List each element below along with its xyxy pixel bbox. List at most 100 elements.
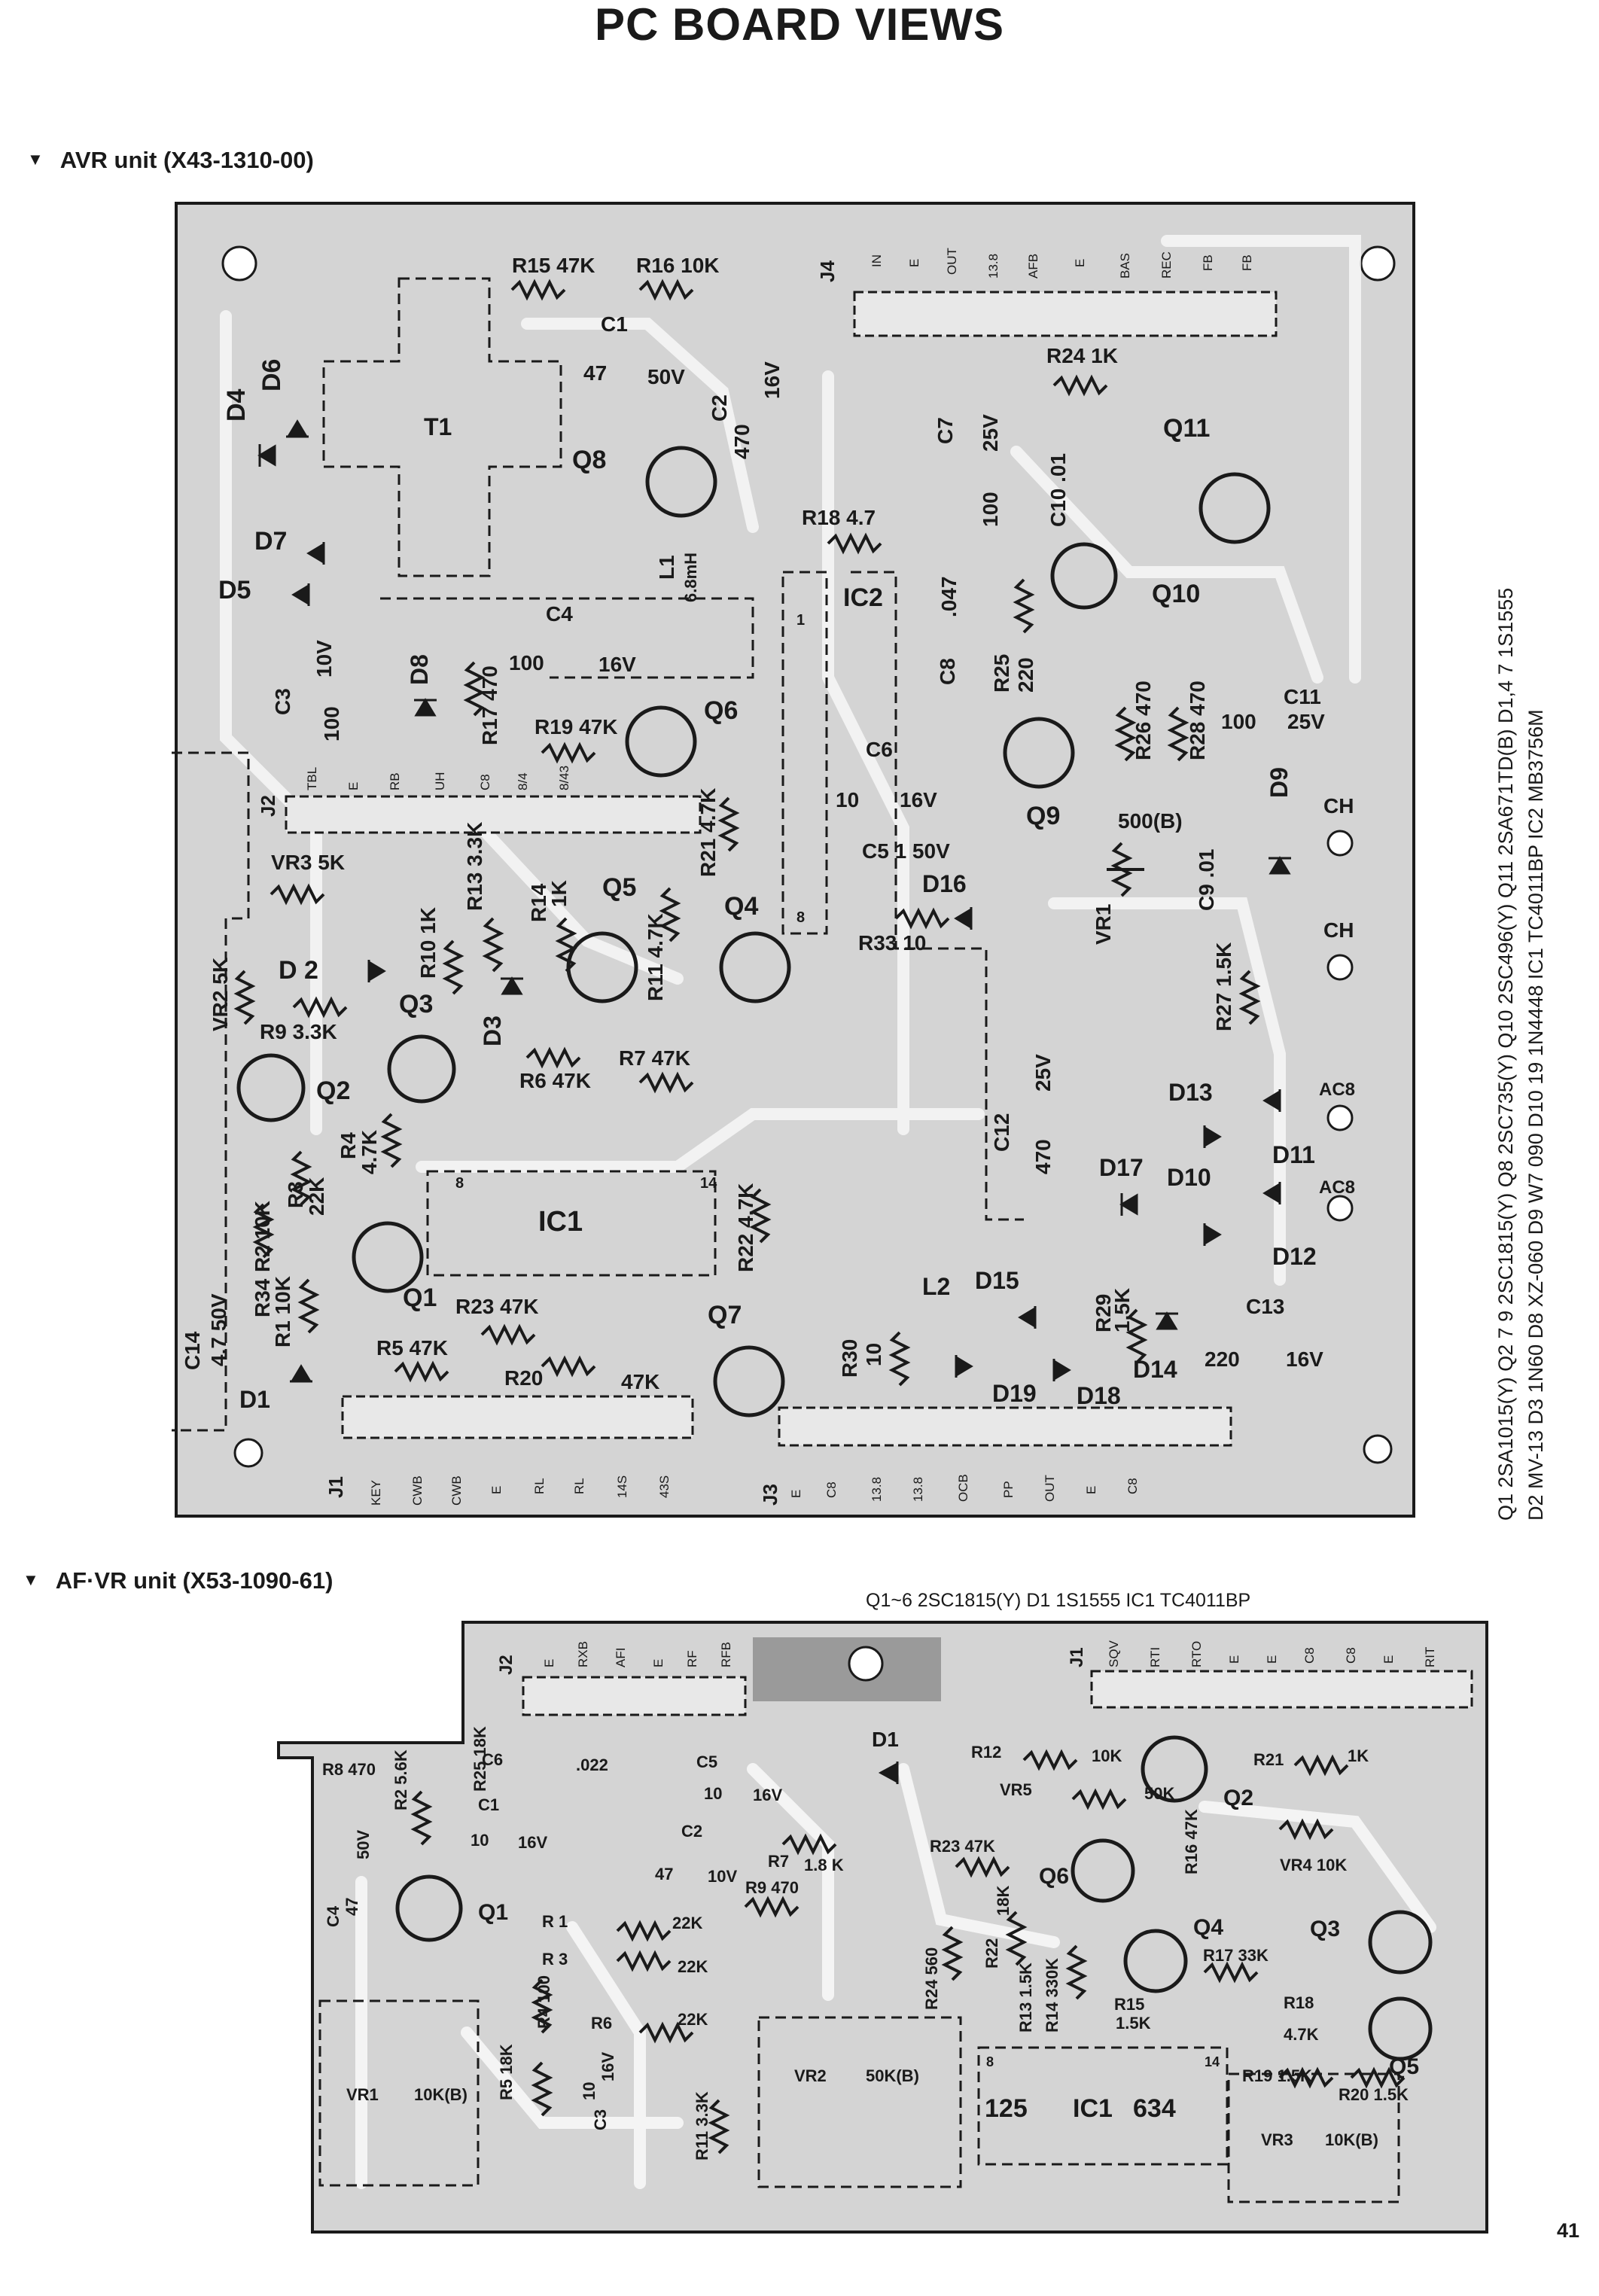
afvr-vr3-outline — [1227, 2072, 1400, 2203]
label-r21: R21 4.7K — [696, 788, 720, 877]
transistor-q7-symbol — [713, 1345, 785, 1417]
label-c9: C9 .01 — [1195, 849, 1218, 912]
label-c4-voltage: 16V — [598, 653, 636, 676]
label-d9: D9 — [1265, 767, 1293, 798]
label-r9: R9 3.3K — [260, 1020, 337, 1043]
transistor-q1-symbol — [352, 1221, 424, 1293]
j3-pin-labels: J3 E C8 13.8 13.8 OCB PP OUT E C8 — [759, 1474, 1140, 1506]
diode-d10-symbol — [1262, 1182, 1281, 1204]
diode-d3-symbol — [501, 976, 523, 995]
afvr-label-r4: R4 100 — [535, 1975, 553, 2029]
resistor-r6-symbol — [525, 1046, 581, 1069]
label-c3-voltage: 10V — [312, 640, 336, 678]
resistor-r7-symbol — [638, 1071, 694, 1094]
resistor-r10-symbol — [442, 939, 464, 995]
label-d19: D19 — [992, 1380, 1037, 1407]
resistor-r17-symbol — [463, 661, 486, 717]
label-r4: R4 — [337, 1132, 360, 1159]
diode-d16-symbol — [954, 907, 973, 930]
resistor-r18-symbol — [827, 532, 882, 555]
afvr-j2-pin-label: RFB — [719, 1642, 733, 1667]
mounting-hole — [221, 245, 257, 282]
label-q1: Q1 — [403, 1284, 437, 1312]
afvr-label-ic1-right: 634 — [1133, 2094, 1176, 2123]
label-c4-value: 100 — [509, 651, 544, 674]
afvr-transistor-q4-symbol — [1123, 1929, 1188, 1993]
afvr-transistor-q2-symbol — [1141, 1735, 1208, 1803]
j1-pin-labels: J1 KEY CWB CWB E RL RL 14S 43S — [324, 1475, 672, 1506]
resistor-r23-symbol — [480, 1323, 536, 1346]
resistor-r9-symbol — [292, 996, 348, 1019]
diode-d18-symbol — [1052, 1359, 1071, 1381]
label-d6: D6 — [257, 359, 286, 391]
transistor-q9-symbol — [1003, 717, 1075, 789]
afvr-label-c6-value: .022 — [576, 1755, 608, 1774]
afvr-resistor-r17-symbol — [1203, 1961, 1259, 1984]
label-t1: T1 — [424, 413, 452, 440]
afvr-j1-pin-label: E — [1227, 1655, 1241, 1664]
label-d2: D 2 — [279, 956, 318, 985]
afvr-label-r9: R9 470 — [745, 1878, 799, 1897]
label-d14: D14 — [1133, 1356, 1177, 1383]
label-c12-value: 470 — [1031, 1139, 1055, 1174]
mounting-hole — [848, 1646, 884, 1682]
j4-pin-label: 13.8 — [986, 254, 1001, 279]
afvr-label-r7-value: 1.8 K — [804, 1856, 844, 1874]
label-c5: C5 1 50V — [862, 839, 950, 863]
diode-d1-symbol — [290, 1364, 312, 1383]
afvr-label-q5: Q5 — [1389, 2054, 1419, 2079]
label-r25: R25 — [990, 654, 1013, 693]
afvr-label-r15: R15 — [1114, 1995, 1144, 2014]
afvr-j1-pin-label: E — [1265, 1655, 1279, 1664]
j1-pin-label: KEY — [369, 1480, 383, 1506]
label-d15: D15 — [975, 1267, 1019, 1294]
afvr-label-ic1-pin14: 14 — [1205, 2054, 1220, 2069]
transistor-q3-symbol — [387, 1034, 456, 1104]
afvr-j1-pin-label: C8 — [1302, 1647, 1317, 1664]
resistor-r22-symbol — [749, 1188, 772, 1244]
diode-d6-symbol — [286, 419, 309, 438]
ic2-outline — [781, 571, 828, 935]
afvr-resistor-r6-symbol — [638, 2021, 694, 2044]
resistor-r4-symbol — [380, 1113, 403, 1168]
afvr-label-c2-voltage: 10V — [708, 1867, 737, 1886]
afvr-diode-d1-symbol — [878, 1762, 899, 1784]
j3-connector — [778, 1406, 1232, 1447]
afvr-label-vr5: VR5 — [1000, 1780, 1032, 1799]
j2-pin-label: TBL — [305, 767, 319, 790]
afvr-j2-pin-label: E — [542, 1659, 556, 1667]
afvr-label-r7: R7 — [768, 1852, 789, 1871]
label-c11: C11 — [1284, 685, 1321, 708]
ic1-outline — [426, 1170, 717, 1277]
label-r22: R22 4.7K — [734, 1183, 757, 1272]
afvr-label-q1: Q1 — [478, 1900, 508, 1925]
afvr-j2-pin-label: E — [651, 1659, 665, 1667]
label-q9: Q9 — [1026, 802, 1060, 830]
j3-pin-label: C8 — [824, 1481, 839, 1498]
afvr-label-r12-value: 10K — [1092, 1746, 1122, 1765]
afvr-label-r17: R17 33K — [1203, 1946, 1269, 1965]
transistor-q4-symbol — [719, 931, 791, 1003]
afvr-label-vr1: VR1 — [346, 2085, 379, 2104]
resistor-vr3-symbol — [270, 883, 325, 906]
afvr-label-q3: Q3 — [1310, 1917, 1340, 1941]
label-d10: D10 — [1167, 1164, 1211, 1191]
diode-d5-symbol — [291, 583, 310, 606]
afvr-label-c3-value: 10 — [580, 2082, 598, 2100]
triangle-bullet-icon: ▼ — [27, 150, 44, 169]
diode-d15-symbol — [1018, 1306, 1037, 1329]
j3-pin-label: OCB — [956, 1474, 970, 1502]
afvr-j2-connector — [522, 1676, 747, 1716]
diode-d17-symbol — [1119, 1193, 1138, 1216]
label-q10: Q10 — [1152, 580, 1200, 608]
j3-pin-label: 13.8 — [870, 1477, 884, 1502]
label-vr1: VR1 — [1092, 904, 1115, 945]
afvr-vr2-outline — [757, 2016, 962, 2188]
afvr-label-c1: C1 — [478, 1795, 499, 1814]
j4-pin-label: E — [907, 259, 921, 267]
resistor-r24-symbol — [1052, 374, 1108, 397]
afvr-transistor-q5-symbol — [1368, 1996, 1433, 2061]
page-title: PC BOARD VIEWS — [594, 0, 1005, 50]
j2-pin-label: 8/4 — [516, 772, 530, 790]
afvr-j2-pin-label: RXB — [576, 1641, 590, 1667]
